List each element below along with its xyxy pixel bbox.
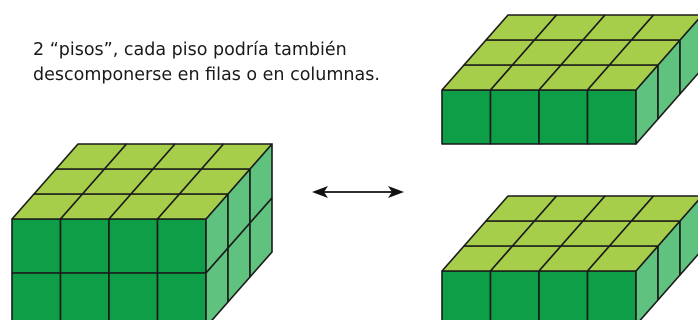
front-face-cube <box>11 218 62 274</box>
caption: 2 “pisos”, cada piso podría también desc… <box>33 38 433 88</box>
side-face-cube <box>249 197 273 278</box>
full-cube-block <box>11 143 273 320</box>
top-face-cube <box>630 195 698 222</box>
front-face-cube <box>156 218 207 274</box>
caption-line-1: 2 “pisos”, cada piso podría también <box>33 40 347 60</box>
front-face-cube <box>108 272 159 320</box>
front-face-cube <box>59 218 110 274</box>
front-face-cube <box>59 272 110 320</box>
front-face-cube <box>489 89 540 145</box>
front-face-cube <box>441 270 492 320</box>
front-face-cube <box>586 89 637 145</box>
front-face-cube <box>11 272 62 320</box>
upper-floor-layer <box>441 14 698 145</box>
double-arrow-icon <box>312 186 404 198</box>
front-face-cube <box>108 218 159 274</box>
front-face-cube <box>441 89 492 145</box>
top-face-cube <box>200 143 273 170</box>
front-face-cube <box>156 272 207 320</box>
front-face-cube <box>489 270 540 320</box>
front-face-cube <box>586 270 637 320</box>
front-face-cube <box>538 270 589 320</box>
front-face-cube <box>538 89 589 145</box>
top-face-cube <box>630 14 698 41</box>
caption-line-2: descomponerse en filas o en columnas. <box>33 65 380 85</box>
lower-floor-layer <box>441 195 698 320</box>
